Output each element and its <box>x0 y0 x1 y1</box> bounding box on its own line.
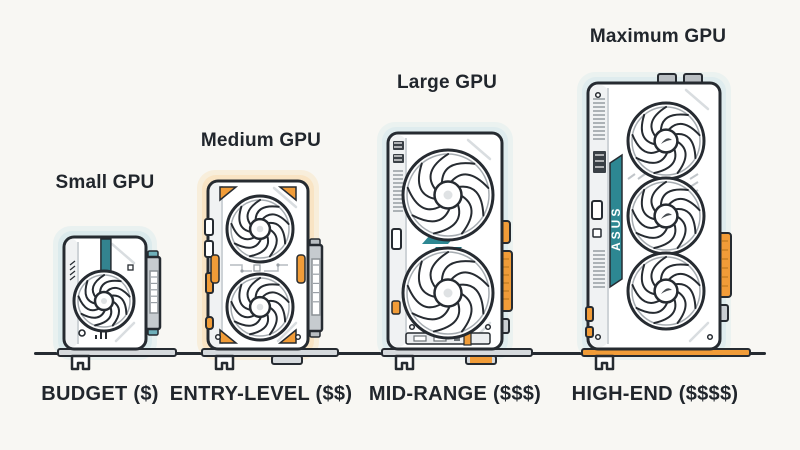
large-gpu-drawing <box>377 122 533 371</box>
gpu-title-medium: Medium GPU <box>200 130 322 151</box>
maximum-gpu-illustration: ASUS <box>576 71 754 377</box>
gpu-title-large: Large GPU <box>397 72 497 93</box>
tier-label-high-end: HIGH-END ($$$$) <box>571 383 739 405</box>
medium-gpu-drawing <box>197 170 339 371</box>
gpu-title-small: Small GPU <box>55 172 155 193</box>
large-gpu-illustration <box>376 121 536 377</box>
gpu-title-maximum: Maximum GPU <box>589 26 727 47</box>
medium-gpu-illustration <box>196 169 342 377</box>
small-gpu-illustration <box>52 225 180 377</box>
maximum-gpu-drawing: ASUS <box>577 72 751 371</box>
tier-label-mid-range: MID-RANGE ($$$) <box>368 383 542 405</box>
svg-text:ASUS: ASUS <box>609 206 623 251</box>
small-gpu-drawing <box>53 226 177 371</box>
tier-label-entry-level: ENTRY-LEVEL ($$) <box>169 383 353 405</box>
tier-label-budget: BUDGET ($) <box>41 383 159 405</box>
